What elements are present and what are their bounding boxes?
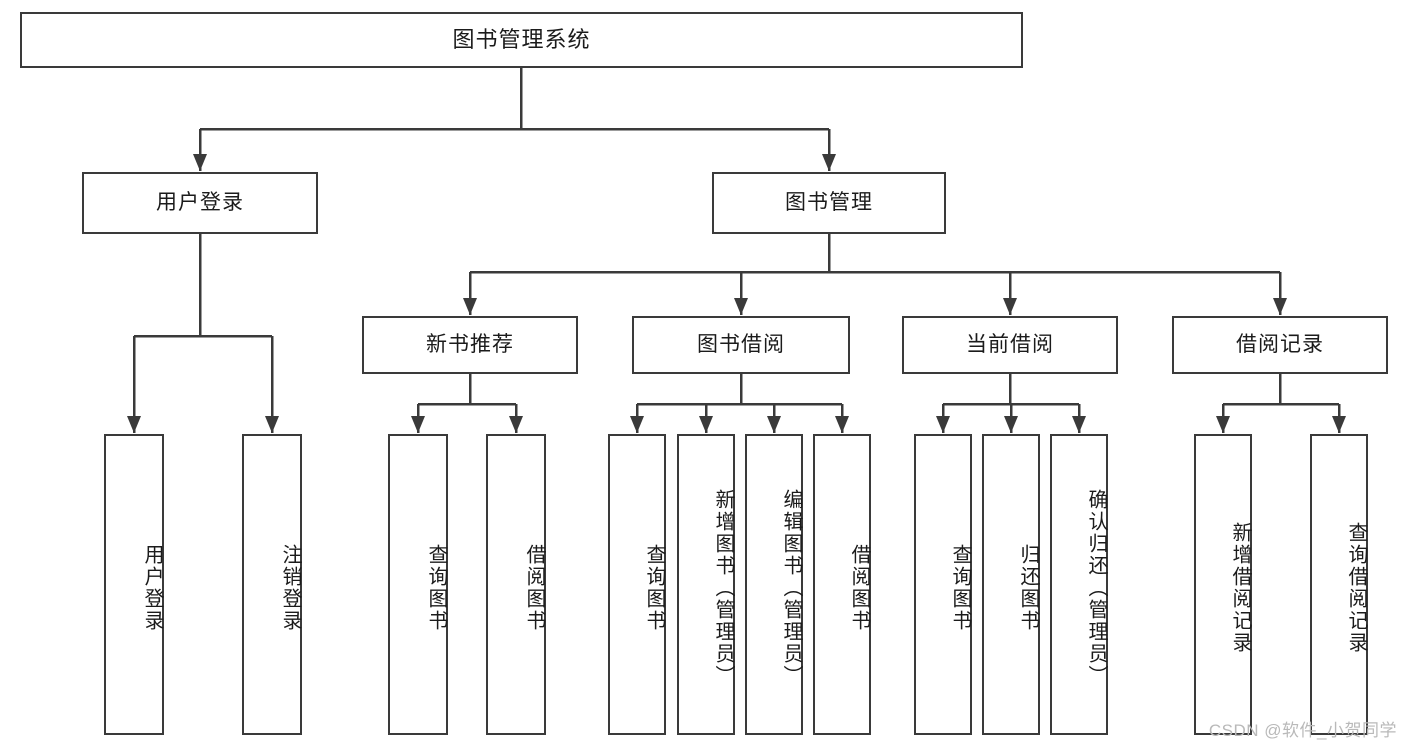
node-new-book-recommend-label: 新书推荐 [426, 333, 514, 357]
node-leaf-query-borrow-record-label: 查询借阅记录 [1345, 521, 1367, 654]
node-leaf-confirm-return[interactable]: 确认归还（管理员） [1050, 434, 1108, 735]
node-leaf-return-book-label: 归还图书 [1017, 543, 1039, 632]
node-leaf-add-borrow-record-label: 新增借阅记录 [1229, 521, 1251, 654]
node-leaf-query-borrow-record[interactable]: 查询借阅记录 [1310, 434, 1368, 735]
node-borrow-record[interactable]: 借阅记录 [1172, 316, 1388, 374]
node-leaf-query-book-current-label: 查询图书 [949, 543, 971, 632]
node-root-label: 图书管理系统 [452, 26, 591, 52]
node-leaf-query-book-borrow-label: 查询图书 [643, 543, 665, 632]
node-leaf-add-book-label: 新增图书（管理员） [712, 488, 734, 687]
node-leaf-add-borrow-record[interactable]: 新增借阅记录 [1194, 434, 1252, 735]
node-leaf-query-book-recommend-label: 查询图书 [425, 543, 447, 632]
node-current-borrow-label: 当前借阅 [966, 333, 1054, 357]
node-book-borrow[interactable]: 图书借阅 [632, 316, 850, 374]
node-user-login[interactable]: 用户登录 [82, 172, 318, 234]
node-leaf-return-book[interactable]: 归还图书 [982, 434, 1040, 735]
node-leaf-query-book-borrow[interactable]: 查询图书 [608, 434, 666, 735]
node-leaf-user-login-label: 用户登录 [141, 543, 163, 632]
node-root[interactable]: 图书管理系统 [20, 12, 1023, 68]
node-book-borrow-label: 图书借阅 [697, 333, 785, 357]
node-leaf-borrow-book[interactable]: 借阅图书 [813, 434, 871, 735]
node-borrow-record-label: 借阅记录 [1236, 333, 1324, 357]
node-book-manage-label: 图书管理 [785, 191, 873, 215]
node-leaf-edit-book-label: 编辑图书（管理员） [780, 488, 802, 687]
node-leaf-query-book-recommend[interactable]: 查询图书 [388, 434, 448, 735]
node-leaf-edit-book[interactable]: 编辑图书（管理员） [745, 434, 803, 735]
node-book-manage[interactable]: 图书管理 [712, 172, 946, 234]
node-leaf-logout-login-label: 注销登录 [279, 543, 301, 632]
node-current-borrow[interactable]: 当前借阅 [902, 316, 1118, 374]
node-leaf-user-login[interactable]: 用户登录 [104, 434, 164, 735]
node-leaf-query-book-current[interactable]: 查询图书 [914, 434, 972, 735]
node-leaf-add-book[interactable]: 新增图书（管理员） [677, 434, 735, 735]
node-new-book-recommend[interactable]: 新书推荐 [362, 316, 578, 374]
node-leaf-borrow-book-label: 借阅图书 [848, 543, 870, 632]
node-leaf-borrow-book-recommend[interactable]: 借阅图书 [486, 434, 546, 735]
node-leaf-borrow-book-recommend-label: 借阅图书 [523, 543, 545, 632]
node-leaf-logout-login[interactable]: 注销登录 [242, 434, 302, 735]
node-user-login-label: 用户登录 [156, 191, 244, 215]
node-leaf-confirm-return-label: 确认归还（管理员） [1085, 488, 1107, 687]
